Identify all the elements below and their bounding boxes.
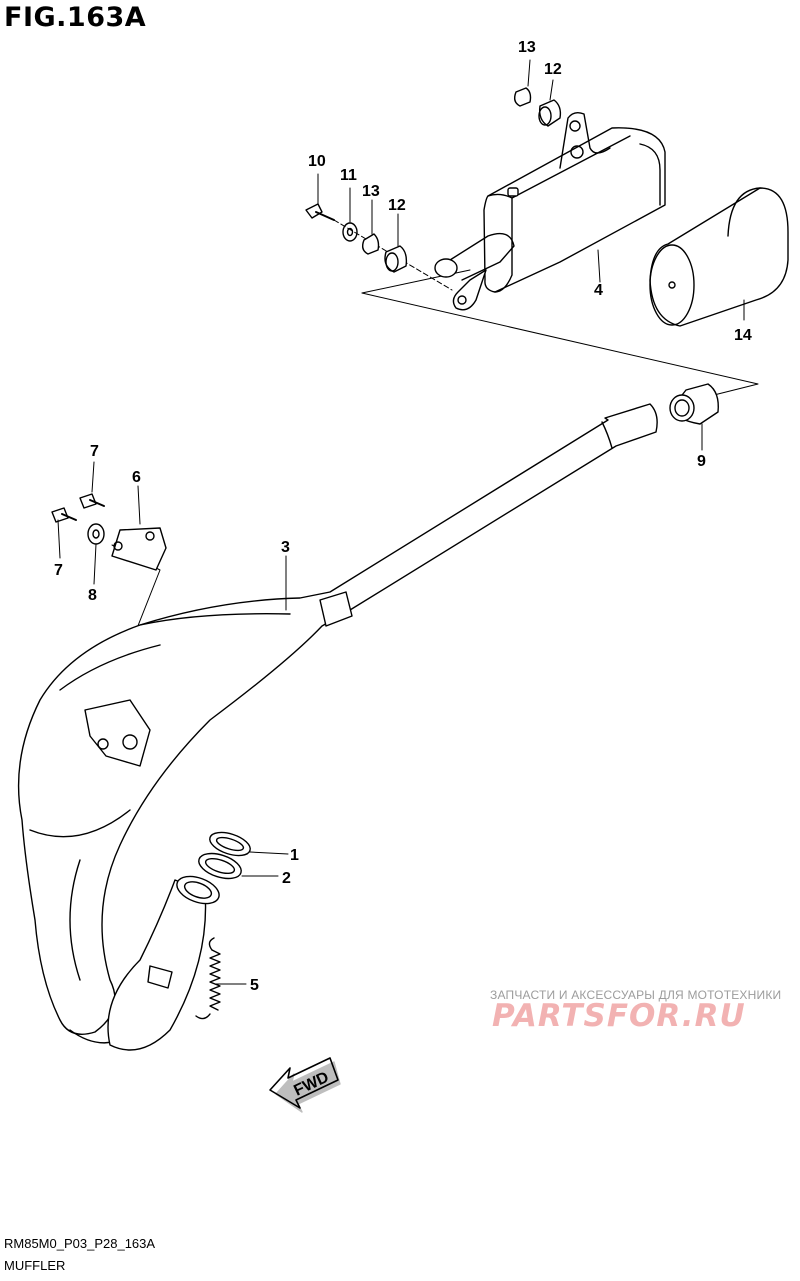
fwd-direction-arrow xyxy=(269,1057,341,1113)
diagram-code: RM85M0_P03_P28_163A xyxy=(4,1236,156,1251)
callout-9: 9 xyxy=(697,453,706,470)
diagram-caption: MUFFLER xyxy=(4,1258,66,1273)
watermark-caption: ЗАПЧАСТИ И АКСЕССУАРЫ ДЛЯ МОТОТЕХНИКИ xyxy=(490,988,782,1002)
pipe-bracket-hardware xyxy=(51,493,167,571)
upper-collar-and-cushion xyxy=(513,87,562,127)
silencer-body xyxy=(434,111,666,311)
callout-5: 5 xyxy=(250,977,259,994)
watermark-logo: PARTSFOR.RU xyxy=(492,998,746,1034)
callout-7-bottom: 7 xyxy=(54,562,63,579)
callout-leader-lines xyxy=(57,59,745,985)
callout-7-top: 7 xyxy=(90,443,99,460)
exhaust-spring xyxy=(195,937,221,1020)
callout-2: 2 xyxy=(282,870,291,887)
callout-13-left: 13 xyxy=(362,183,380,200)
exhaust-gaskets xyxy=(198,831,251,880)
callout-3: 3 xyxy=(281,539,290,556)
exhaust-pipe xyxy=(17,403,658,1051)
figure-title: FIG.163A xyxy=(4,2,147,33)
muffler-connector xyxy=(669,383,719,425)
mounting-hardware-row xyxy=(305,203,408,273)
callout-1: 1 xyxy=(290,847,299,864)
callout-6: 6 xyxy=(132,469,141,486)
callout-8: 8 xyxy=(88,587,97,604)
silencer-packing xyxy=(649,187,789,327)
callout-12-top: 12 xyxy=(544,61,562,78)
callout-4: 4 xyxy=(594,282,603,299)
callout-10: 10 xyxy=(308,153,326,170)
callout-11: 11 xyxy=(340,167,357,184)
callout-12-left: 12 xyxy=(388,197,406,214)
callout-13-top: 13 xyxy=(518,39,536,56)
callout-14: 14 xyxy=(734,327,752,344)
